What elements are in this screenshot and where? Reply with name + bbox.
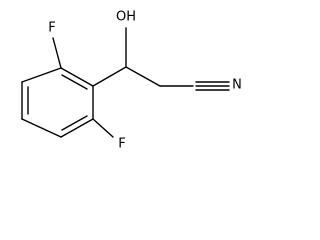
chemical-structure: F F OH N [21, 10, 242, 152]
bond-ring-to-carbinol [92, 66, 127, 87]
ring-double-bond-inner-1 [61, 74, 88, 90]
bond-c2-fluorine-top [52, 37, 62, 69]
ring-bond-c5-c6 [60, 118, 94, 138]
atom-label-fluorine-bottom: F [118, 137, 125, 152]
atom-label-nitrile-nitrogen: N [232, 78, 242, 93]
bond-carbinol-methylene [125, 66, 161, 87]
atom-label-hydroxyl: OH [116, 10, 136, 25]
ring-bond-c1-c2 [60, 67, 94, 87]
ring-double-bond-inner-3 [61, 115, 88, 131]
ring-bond-c4-c5 [21, 118, 62, 138]
atom-label-fluorine-top: F [48, 21, 55, 36]
bond-c6-fluorine-bottom [92, 118, 114, 138]
ring-bond-c2-c3 [21, 67, 62, 83]
